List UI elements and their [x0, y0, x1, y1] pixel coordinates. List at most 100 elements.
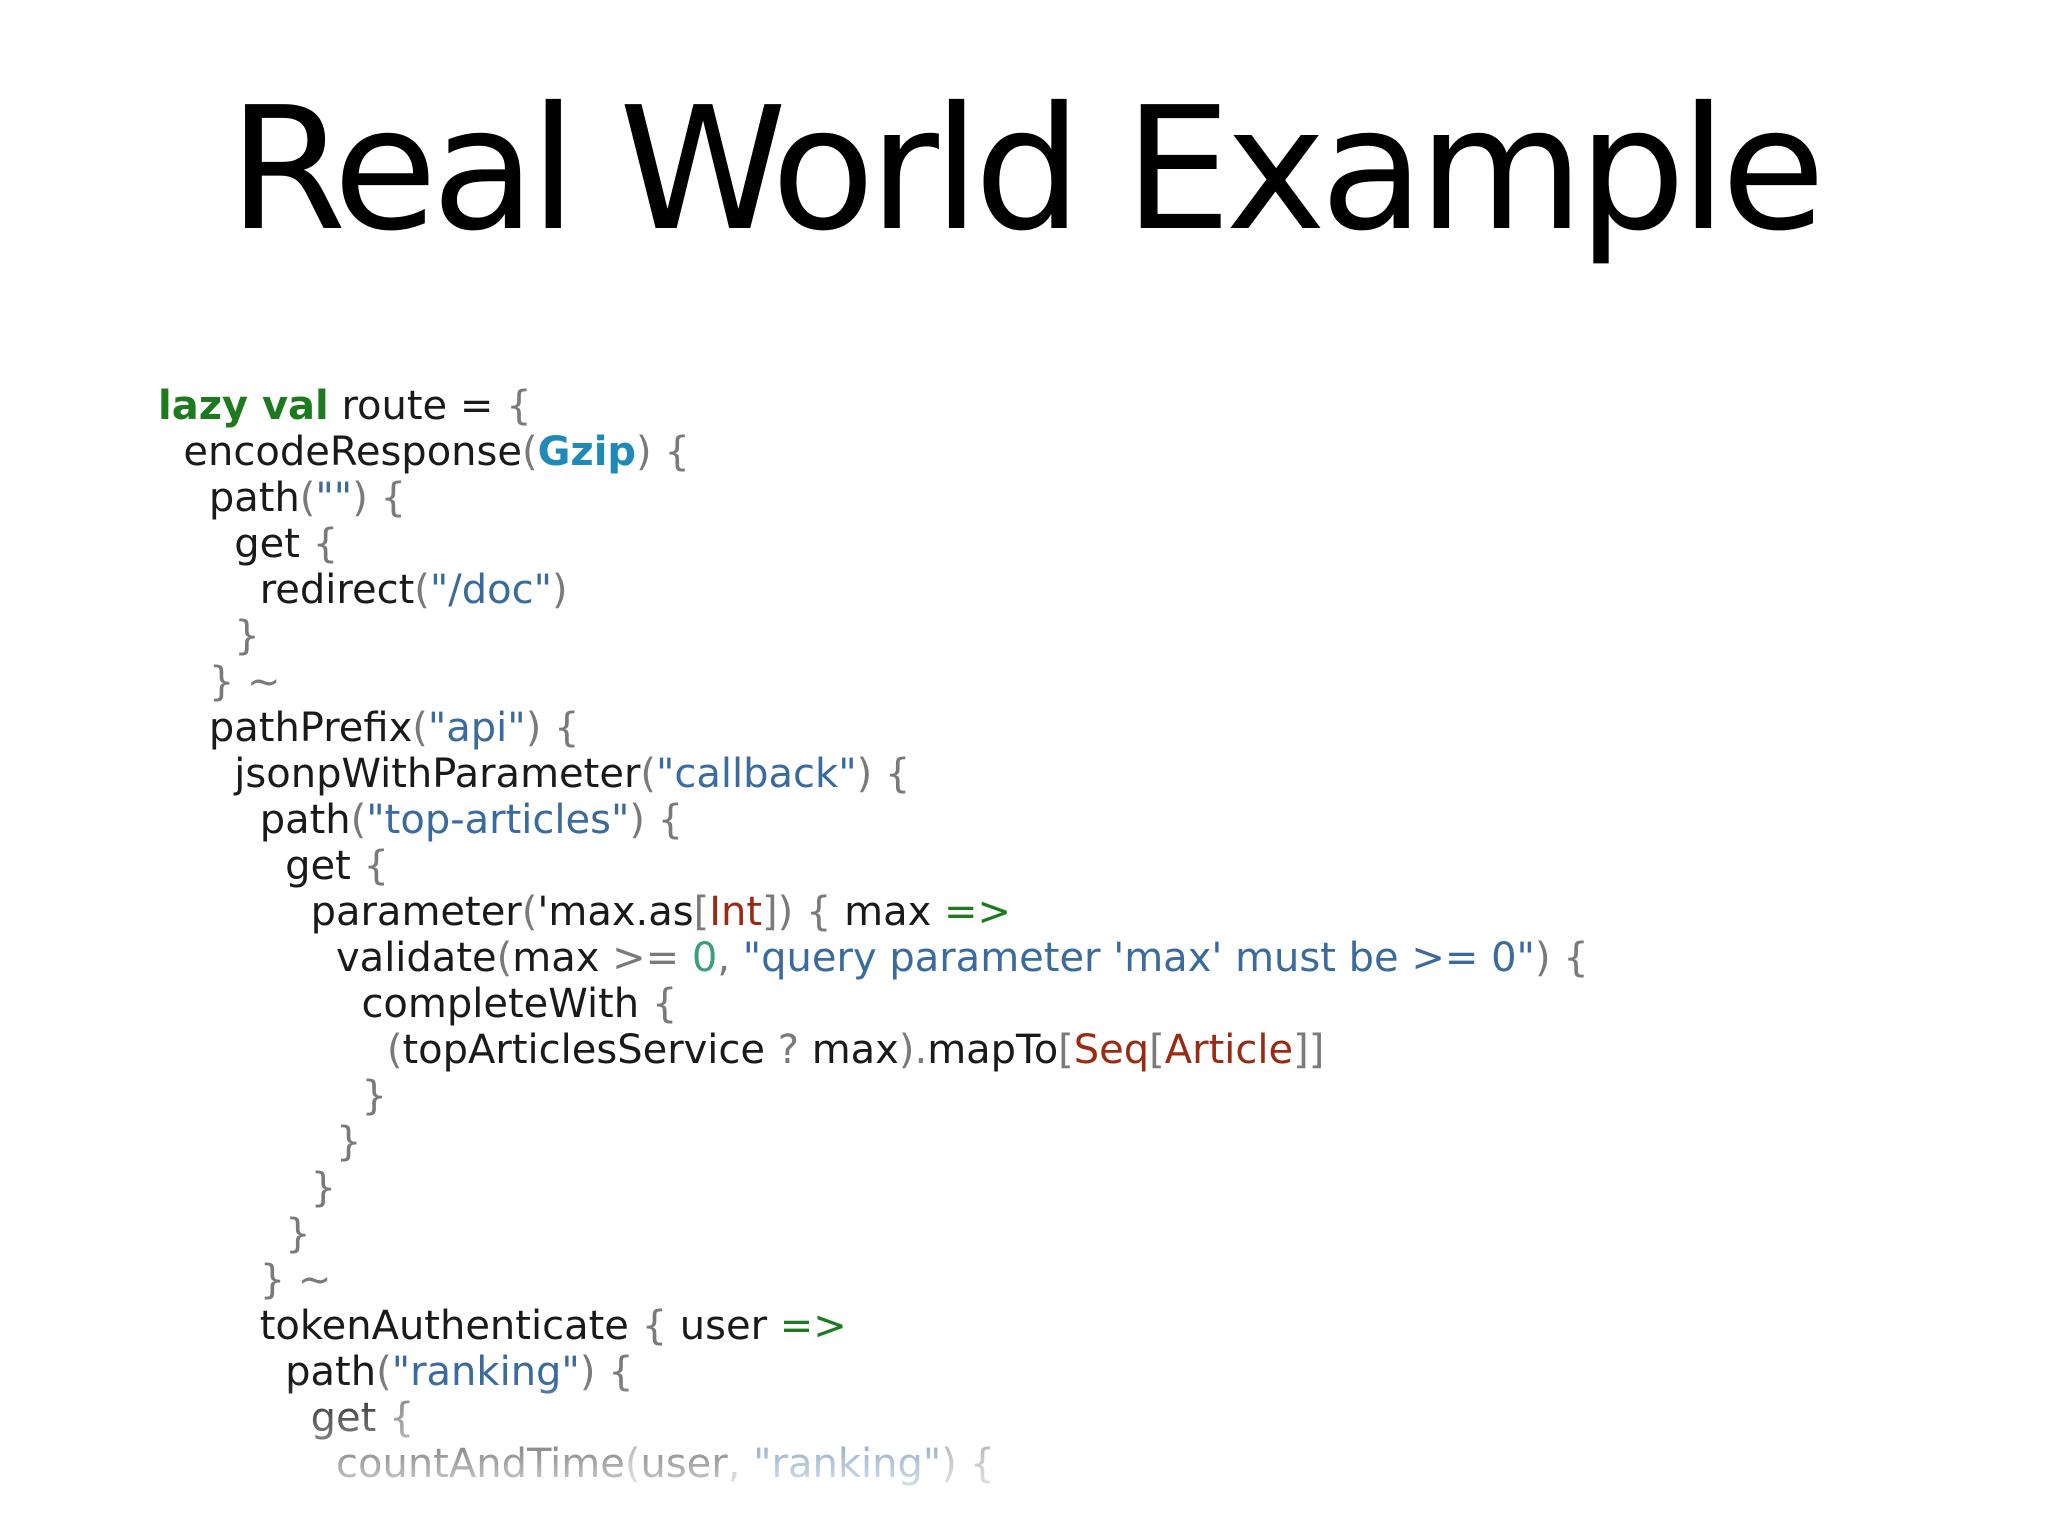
punctuation-token: {	[388, 1395, 415, 1441]
code-line: pathPrefix("api") {	[158, 705, 1858, 751]
slide-title: Real World Example	[228, 71, 1825, 269]
code-token: completeWith	[158, 981, 652, 1027]
punctuation-token: ?	[777, 1027, 812, 1073]
string-token: ""	[315, 475, 353, 521]
code-line: completeWith {	[158, 981, 1858, 1027]
code-line: jsonpWithParameter("callback") {	[158, 751, 1858, 797]
punctuation-token: ]]	[1293, 1027, 1325, 1073]
punctuation-token: ,	[727, 1441, 754, 1487]
string-token: "ranking"	[753, 1441, 942, 1487]
punctuation-token: (	[624, 1441, 641, 1487]
code-line: }	[158, 1211, 1858, 1257]
code-line: encodeResponse(Gzip) {	[158, 429, 1858, 475]
code-token: 'max.as	[537, 889, 694, 935]
string-token: "callback"	[656, 751, 857, 797]
string-token: "ranking"	[391, 1349, 580, 1395]
punctuation-token: (	[158, 1027, 403, 1073]
punctuation-token: }	[158, 1119, 362, 1165]
punctuation-token: >=	[612, 935, 692, 981]
code-token: max	[844, 889, 944, 935]
code-line: get {	[158, 843, 1858, 889]
punctuation-token: ) {	[629, 797, 684, 843]
punctuation-token: )	[552, 567, 568, 613]
punctuation-token: (	[521, 429, 538, 475]
punctuation-token: }	[158, 613, 260, 659]
code-line: } ~	[158, 1257, 1858, 1303]
code-token: =	[459, 383, 507, 429]
keyword-token: lazy val	[158, 383, 329, 429]
punctuation-token: {	[363, 843, 389, 889]
punctuation-token: ) {	[941, 1441, 996, 1487]
code-line: countAndTime(user, "ranking") {	[158, 1441, 1858, 1487]
code-token: path	[158, 797, 351, 843]
code-token: user	[640, 1441, 728, 1487]
punctuation-token: (	[412, 705, 428, 751]
string-token: "query parameter 'max' must be >= 0"	[742, 935, 1535, 981]
code-line: path("top-articles") {	[158, 797, 1858, 843]
punctuation-token: [	[693, 889, 710, 935]
type-token: Seq	[1073, 1027, 1150, 1073]
punctuation-token: (	[521, 889, 538, 935]
code-line: path("") {	[158, 475, 1858, 521]
string-token: "/doc"	[429, 567, 552, 613]
code-token: path	[158, 475, 300, 521]
punctuation-token: {	[312, 521, 339, 567]
punctuation-token: {	[651, 981, 678, 1027]
code-token: mapTo	[927, 1027, 1059, 1073]
code-line: }	[158, 613, 1858, 659]
punctuation-token: [	[1058, 1027, 1074, 1073]
punctuation-token: ,	[717, 935, 743, 981]
punctuation-token: (	[496, 935, 513, 981]
code-line: lazy val route = {	[158, 383, 1858, 429]
code-line: parameter('max.as[Int]) { max =>	[158, 889, 1858, 935]
punctuation-token: } ~	[158, 659, 281, 705]
number-token: 0	[691, 935, 718, 981]
code-line: (topArticlesService ? max).mapTo[Seq[Art…	[158, 1027, 1858, 1073]
punctuation-token: ).	[898, 1027, 928, 1073]
punctuation-token: (	[299, 475, 316, 521]
punctuation-token: ) {	[525, 705, 580, 751]
code-line: get {	[158, 1395, 1858, 1441]
code-line: tokenAuthenticate { user =>	[158, 1303, 1858, 1349]
code-token: get	[158, 1395, 389, 1441]
arrow-token: =>	[779, 1303, 847, 1349]
code-token: tokenAuthenticate	[158, 1303, 642, 1349]
code-token: path	[158, 1349, 377, 1395]
code-token: route	[328, 383, 460, 429]
code-line: }	[158, 1165, 1858, 1211]
punctuation-token: ]) {	[762, 889, 845, 935]
type-token: Int	[709, 889, 763, 935]
punctuation-token: [	[1149, 1027, 1165, 1073]
code-token: user	[679, 1303, 780, 1349]
code-token: validate	[158, 935, 497, 981]
code-line: get {	[158, 521, 1858, 567]
code-token: countAndTime	[158, 1441, 625, 1487]
code-token: jsonpWithParameter	[158, 751, 641, 797]
punctuation-token: (	[414, 567, 430, 613]
code-line: redirect("/doc")	[158, 567, 1858, 613]
punctuation-token: ) {	[352, 475, 406, 521]
string-token: "api"	[427, 705, 526, 751]
punctuation-token: ) {	[1534, 935, 1589, 981]
punctuation-token: {	[506, 383, 532, 429]
code-token: pathPrefix	[158, 705, 413, 751]
code-token: get	[158, 843, 364, 889]
code-line: }	[158, 1119, 1858, 1165]
class-token: Gzip	[537, 429, 637, 475]
punctuation-token: (	[376, 1349, 392, 1395]
code-token: topArticlesService	[402, 1027, 778, 1073]
punctuation-token: (	[640, 751, 656, 797]
punctuation-token: }	[158, 1073, 387, 1119]
code-token: parameter	[158, 889, 522, 935]
code-line: path("ranking") {	[158, 1349, 1858, 1395]
code-line: validate(max >= 0, "query parameter 'max…	[158, 935, 1858, 981]
string-token: "top-articles"	[366, 797, 630, 843]
punctuation-token: ) {	[636, 429, 690, 475]
code-token: max	[811, 1027, 899, 1073]
punctuation-token: {	[641, 1303, 680, 1349]
punctuation-token: }	[158, 1165, 337, 1211]
punctuation-token: }	[158, 1211, 311, 1257]
code-token: redirect	[158, 567, 415, 613]
punctuation-token: (	[350, 797, 367, 843]
code-line: } ~	[158, 659, 1858, 705]
